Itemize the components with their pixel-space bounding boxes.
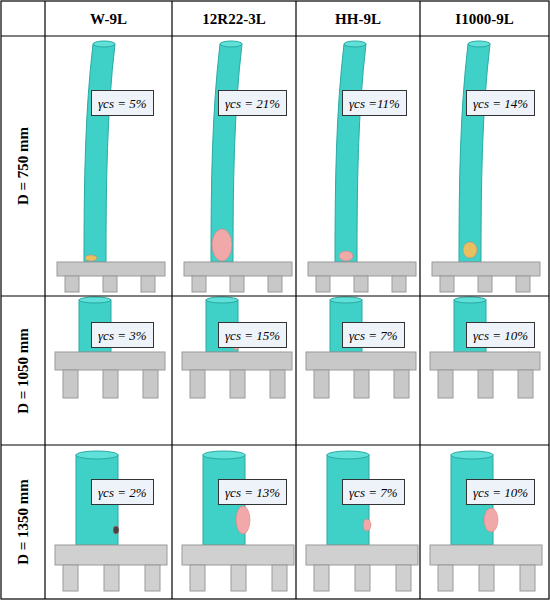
strain-value: γcs = 2% (98, 485, 147, 500)
strain-label-box: γcs = 7% (342, 479, 405, 505)
strain-label-box: γcs = 10% (466, 322, 535, 348)
column-header: HH-9L (335, 10, 381, 27)
strain-label-box: γcs = 7% (342, 322, 405, 348)
strain-label-box: γcs = 15% (218, 322, 287, 348)
strain-value: γcs = 21% (225, 96, 280, 111)
strain-label-box: γcs = 13% (218, 479, 287, 505)
strain-label-box: γcs = 5% (91, 90, 154, 116)
strain-label-box: γcs =11% (342, 90, 407, 116)
strain-value: γcs = 10% (473, 485, 528, 500)
column-header: 12R22-3L (202, 10, 265, 27)
row-header: D = 750 mm (15, 127, 32, 205)
strain-value: γcs = 5% (98, 96, 147, 111)
row-header: D = 1050 mm (15, 328, 32, 414)
strain-value: γcs = 10% (473, 328, 528, 343)
strain-value: γcs = 13% (225, 485, 280, 500)
strain-label-box: γcs = 21% (218, 90, 287, 116)
strain-label-box: γcs = 2% (91, 479, 154, 505)
column-header: I1000-9L (455, 10, 513, 27)
strain-label-box: γcs = 3% (91, 322, 154, 348)
column-header: W-9L (90, 10, 127, 27)
strain-label-box: γcs = 14% (466, 90, 535, 116)
strain-value: γcs = 14% (473, 96, 528, 111)
strain-value: γcs = 7% (349, 485, 398, 500)
strain-value: γcs = 7% (349, 328, 398, 343)
strain-value: γcs = 3% (98, 328, 147, 343)
strain-value: γcs = 15% (225, 328, 280, 343)
row-header: D = 1350 mm (15, 479, 32, 565)
strain-label-box: γcs = 10% (466, 479, 535, 505)
strain-value: γcs =11% (349, 96, 400, 111)
